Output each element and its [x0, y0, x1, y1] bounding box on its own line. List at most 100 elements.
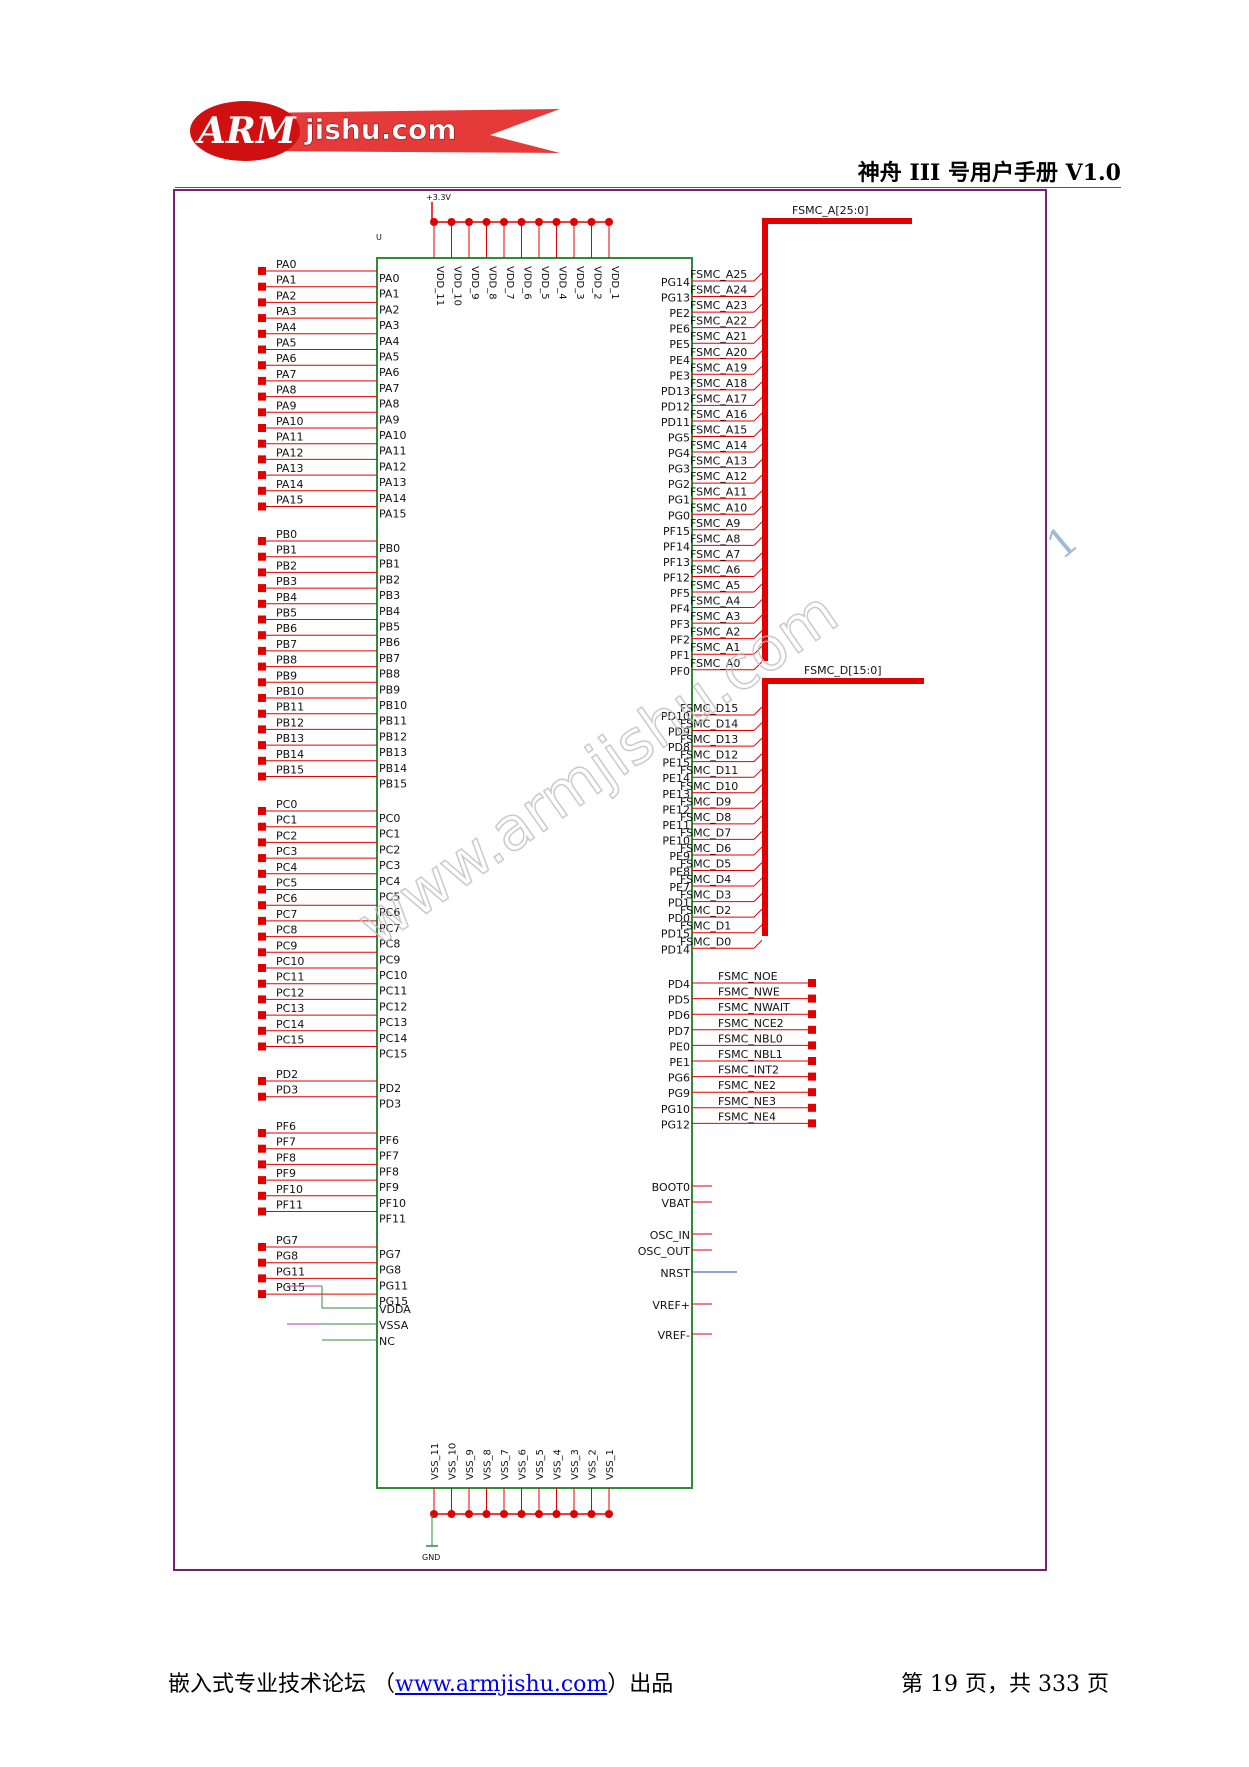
left-net-label: PB11 — [276, 701, 304, 714]
data-pin-label: PD15 — [661, 928, 690, 941]
data-bus-entry — [753, 939, 763, 949]
left-port-marker — [258, 1176, 266, 1185]
left-net-label: PA1 — [276, 274, 296, 287]
addr-net-label: FSMC_A25 — [690, 268, 747, 281]
right-bottom-pin-label: VREF- — [658, 1329, 690, 1342]
data-bus-entry — [753, 877, 763, 887]
left-pin-label: PB13 — [379, 746, 407, 759]
left-net-label: PA12 — [276, 446, 303, 459]
data-pin-label: PE15 — [662, 757, 690, 770]
left-port-marker — [258, 1258, 266, 1267]
left-pin-label: PA8 — [379, 398, 399, 411]
addr-pin-label: PF15 — [663, 525, 690, 538]
left-net-label: PB10 — [276, 685, 304, 698]
ctrl-net-label: FSMC_NWAIT — [718, 1001, 790, 1014]
armjishu-watermark: www.armjishu.com — [345, 577, 850, 960]
ctrl-port-marker — [808, 979, 816, 987]
address-bus-vertical — [762, 218, 768, 661]
left-port-marker — [258, 838, 266, 847]
address-bus-horizontal — [762, 218, 912, 224]
left-net-label: PG8 — [276, 1250, 298, 1263]
logo-arm-text: ARM — [195, 110, 297, 152]
addr-pin-label: PF5 — [670, 587, 690, 600]
left-net-label: PC12 — [276, 986, 304, 999]
data-pin-label: PD0 — [668, 912, 690, 925]
left-net-label: PA2 — [276, 289, 296, 302]
left-pin-label: PB11 — [379, 715, 407, 728]
ctrl-net-label: FSMC_NBL1 — [718, 1048, 783, 1061]
left-net-label: PC7 — [276, 908, 297, 921]
left-port-marker — [258, 267, 266, 275]
vdd-junction — [482, 218, 491, 226]
addr-net-label: FSMC_A0 — [690, 657, 740, 670]
left-port-marker — [258, 646, 266, 655]
left-pin-label: PB2 — [379, 573, 400, 586]
addr-net-label: FSMC_A12 — [690, 470, 747, 483]
left-port-marker — [258, 1144, 266, 1153]
left-port-marker — [258, 392, 266, 401]
data-net-label: FSMC_D9 — [680, 795, 731, 808]
left-net-label: PB9 — [276, 669, 297, 682]
left-pin-label: PA13 — [379, 476, 406, 489]
left-net-label: PF7 — [276, 1136, 296, 1149]
left-pin-label: PA0 — [379, 272, 399, 285]
footer-link[interactable]: www.armjishu.com — [395, 1672, 608, 1697]
ctrl-net-label: FSMC_NWE — [718, 986, 780, 999]
left-pin-label: PA11 — [379, 445, 406, 458]
left-port-marker — [258, 1092, 266, 1101]
addr-pin-label: PG2 — [668, 478, 690, 491]
data-net-label: FSMC_D7 — [680, 826, 731, 839]
addr-bus-entry — [753, 583, 763, 593]
vss-pin-label: VSS_3 — [570, 1449, 581, 1480]
left-net-label: PC5 — [276, 877, 297, 890]
left-pin-label: PB4 — [379, 605, 400, 618]
ctrl-net-label: FSMC_INT2 — [718, 1064, 779, 1077]
addr-bus-entry — [753, 661, 763, 671]
left-port-marker — [258, 725, 266, 734]
ctrl-net-label: FSMC_NCE2 — [718, 1017, 784, 1030]
left-port-marker — [258, 694, 266, 702]
left-port-marker — [258, 298, 266, 307]
addr-bus-entry — [753, 428, 763, 437]
left-port-marker — [258, 1191, 266, 1200]
addr-bus-entry — [753, 568, 763, 577]
left-port-marker — [258, 408, 266, 417]
data-net-label: FSMC_D6 — [680, 842, 731, 855]
left-port-marker — [258, 1160, 266, 1169]
left-pin-label: PC10 — [379, 969, 407, 982]
vdd-pin-label: VDD_2 — [592, 266, 603, 300]
left-port-marker — [258, 1207, 266, 1216]
footer-suffix: ）出品 — [607, 1672, 674, 1697]
vdd-junction — [500, 218, 508, 226]
data-pin-label: PE8 — [669, 866, 690, 879]
left-port-marker — [258, 1243, 266, 1251]
addr-net-label: FSMC_A3 — [690, 610, 740, 623]
ctrl-pin-label: PG6 — [668, 1072, 690, 1085]
left-port-marker — [258, 1274, 266, 1283]
left-bottom-pin-label: NC — [379, 1335, 395, 1348]
power-label: +3.3V — [426, 193, 451, 202]
addr-bus-entry — [753, 365, 763, 375]
left-net-label: PC3 — [276, 845, 297, 858]
left-net-label: PC2 — [276, 829, 297, 842]
left-pin-label: PA3 — [379, 319, 399, 332]
left-net-label: PC15 — [276, 1034, 304, 1047]
addr-bus-entry — [753, 459, 763, 468]
left-port-marker — [258, 631, 266, 640]
logo-domain-text: jishu.com — [304, 113, 456, 146]
addr-pin-label: PF14 — [663, 540, 690, 553]
left-pin-label: PC4 — [379, 875, 400, 888]
left-port-marker — [258, 772, 266, 781]
ctrl-pin-label: PG12 — [661, 1118, 690, 1131]
left-net-label: PC6 — [276, 892, 297, 905]
left-pin-label: PB12 — [379, 730, 407, 743]
left-pin-label: PA6 — [379, 366, 399, 379]
left-net-label: PB8 — [276, 654, 297, 667]
left-port-marker — [258, 916, 266, 925]
left-net-label: PB13 — [276, 732, 304, 745]
data-bus-entry — [753, 753, 763, 763]
left-pin-label: PA7 — [379, 382, 399, 395]
addr-net-label: FSMC_A16 — [690, 408, 747, 421]
left-port-marker — [258, 854, 266, 863]
addr-pin-label: PE3 — [669, 369, 690, 382]
